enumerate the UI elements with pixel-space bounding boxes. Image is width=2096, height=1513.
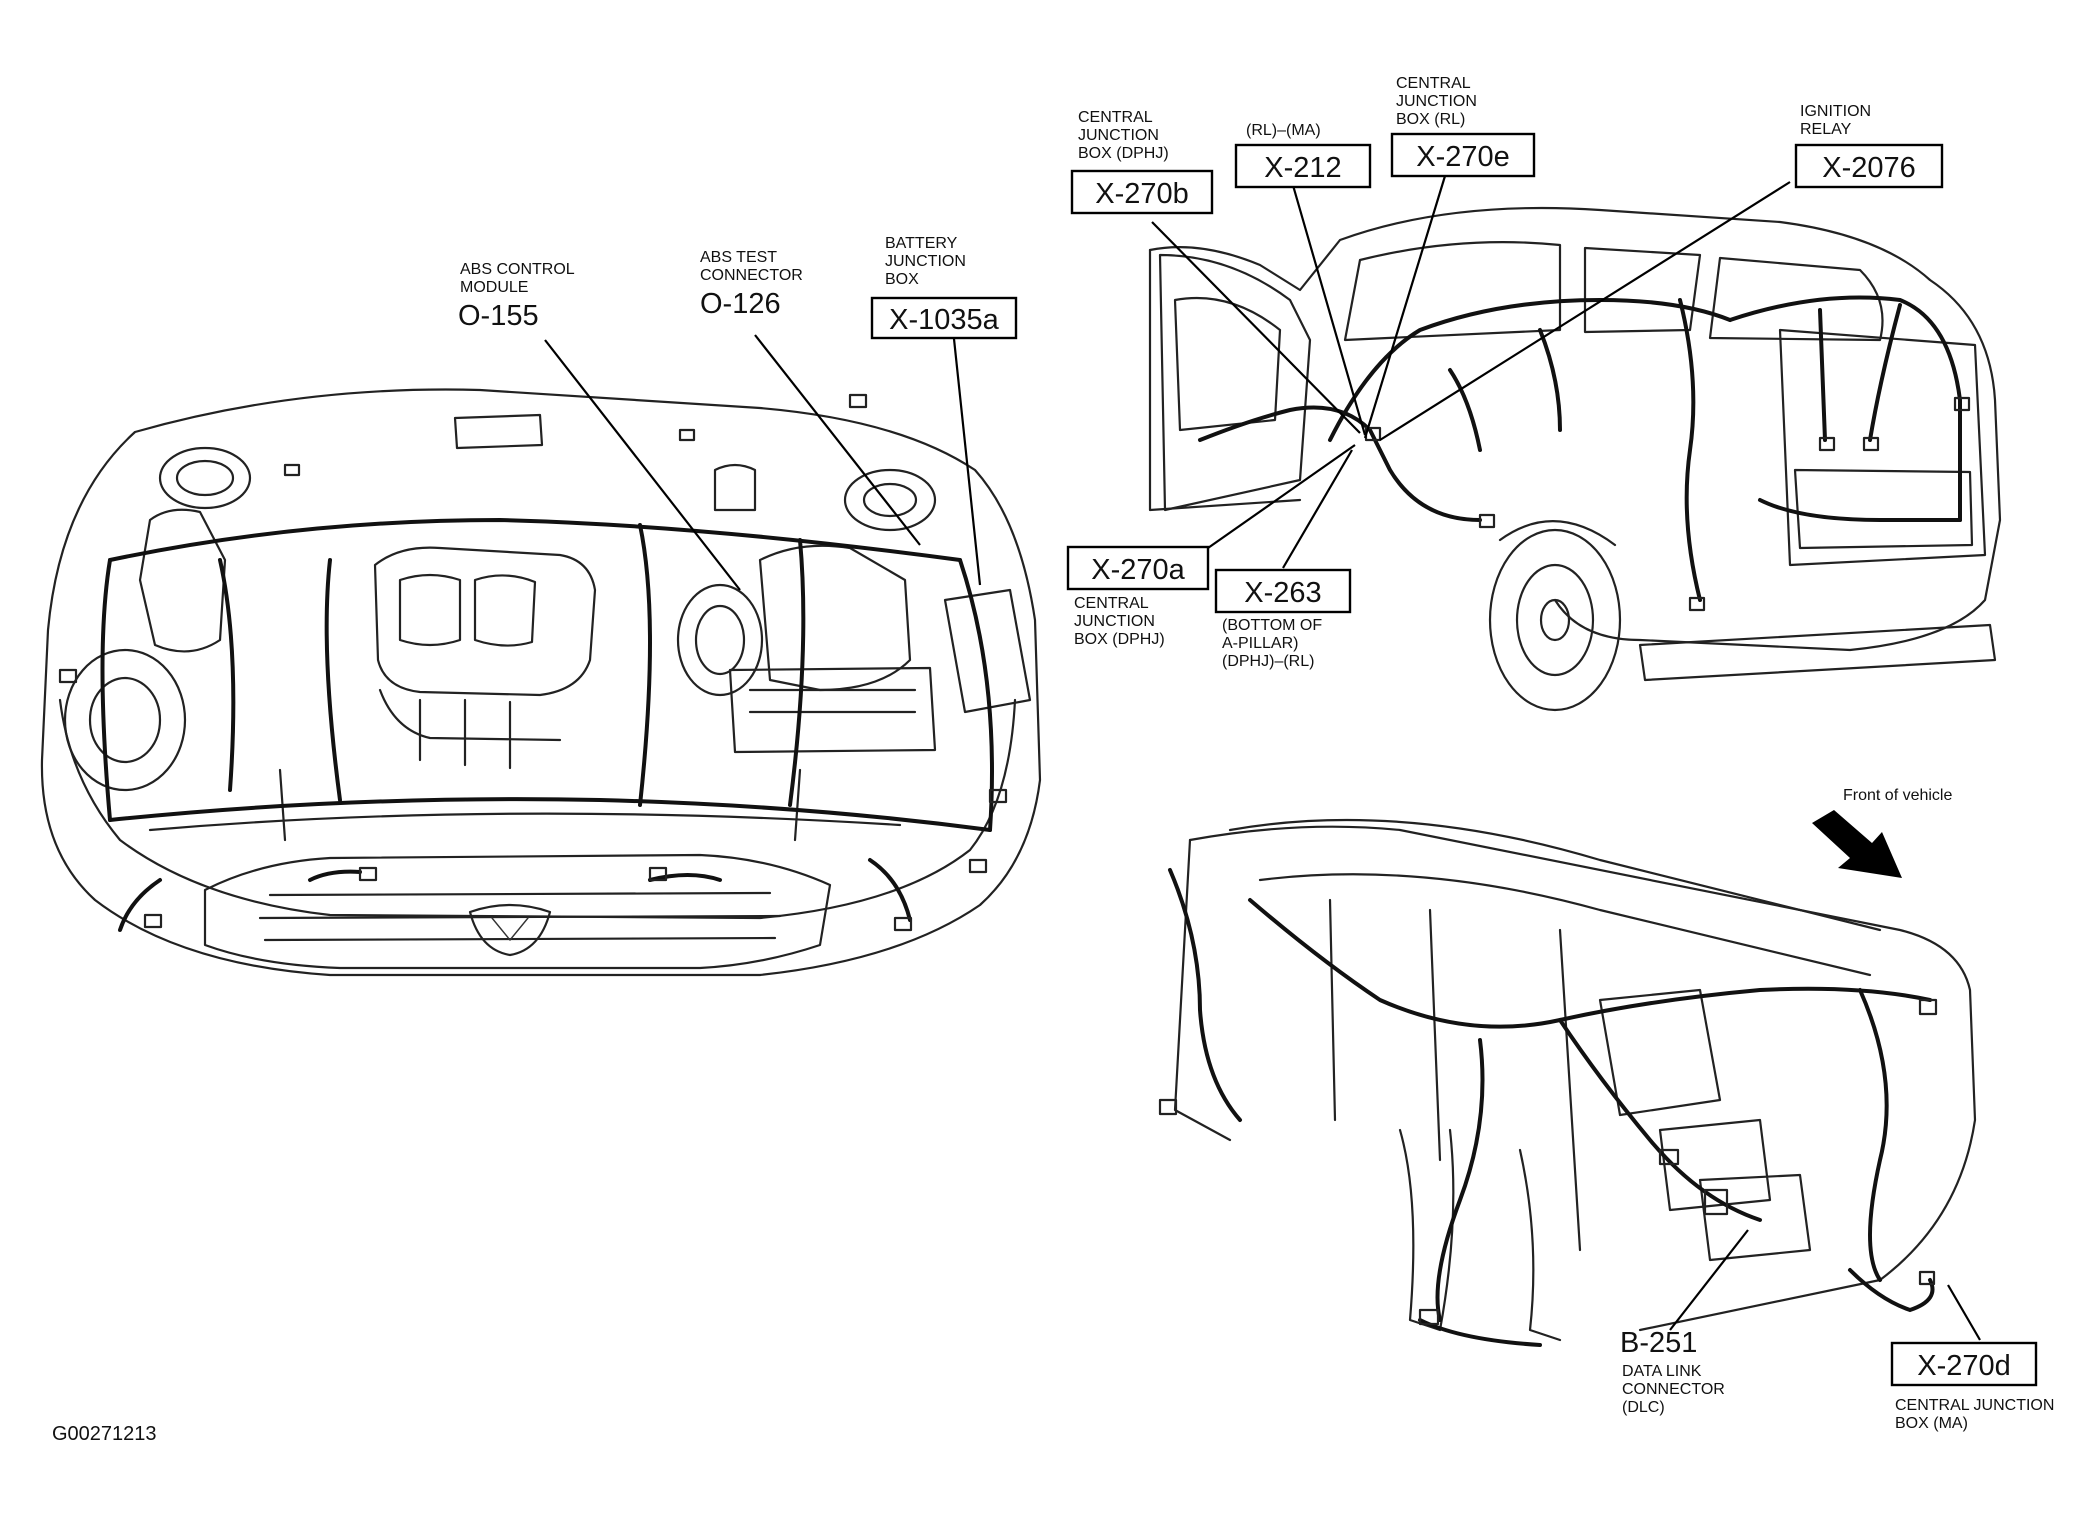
instrument-panel-illustration [1158,818,1977,1347]
callout-x270d-desc-1: CENTRAL JUNCTION [1895,1397,2054,1414]
callout-x270b-code: X-270b [1095,178,1189,210]
callout-x270d: X-270d CENTRAL JUNCTION BOX (MA) [1890,1341,2054,1432]
callout-x1035a-desc-1: BATTERY [885,235,958,252]
callout-x270a-desc-2: JUNCTION [1074,613,1155,630]
callout-x263: X-263 (BOTTOM OF A-PILLAR) (DPHJ)–(RL) [1214,568,1352,670]
callout-x2076-desc-2: RELAY [1800,121,1852,138]
callout-o126-code: O-126 [700,288,781,320]
callout-x263-code: X-263 [1244,577,1321,609]
callout-o126-desc-1: ABS TEST [700,249,777,266]
callout-x2076: IGNITION RELAY X-2076 [1794,103,1944,189]
callout-x1035a-code: X-1035a [889,304,1000,336]
vehicle-rear-illustration [1148,206,2002,712]
callout-x270e-desc-2: JUNCTION [1396,93,1477,110]
callout-x270e-code: X-270e [1416,141,1510,173]
callout-o126-desc-2: CONNECTOR [700,267,803,284]
front-direction-arrow-icon [1812,810,1902,878]
callout-x1035a-desc-3: BOX [885,271,919,288]
engine-compartment-illustration [40,388,1042,977]
callout-x270e: CENTRAL JUNCTION BOX (RL) X-270e [1390,75,1536,178]
callout-b251: B-251 DATA LINK CONNECTOR (DLC) [1620,1327,1725,1416]
callout-x263-desc-1: (BOTTOM OF [1222,617,1322,634]
callout-x270d-code: X-270d [1917,1350,2011,1382]
callout-x263-desc-2: A-PILLAR) [1222,635,1298,652]
callout-x270e-desc-1: CENTRAL [1396,75,1471,92]
callout-x212-desc-1: (RL)–(MA) [1246,122,1321,139]
callout-o155-desc-1: ABS CONTROL [460,261,575,278]
callout-o155-desc-2: MODULE [460,279,528,296]
callout-x270a: X-270a CENTRAL JUNCTION BOX (DPHJ) [1066,545,1210,648]
callout-x2076-code: X-2076 [1822,152,1916,184]
callout-x270b: CENTRAL JUNCTION BOX (DPHJ) X-270b [1070,109,1214,215]
callout-o126: ABS TEST CONNECTOR O-126 [700,249,803,320]
leader-lines [544,167,1981,1341]
callout-b251-code: B-251 [1620,1327,1697,1359]
callout-x270d-desc-2: BOX (MA) [1895,1415,1968,1432]
callout-b251-desc-3: (DLC) [1622,1399,1665,1416]
callout-x270b-desc-3: BOX (DPHJ) [1078,145,1169,162]
callout-x1035a-desc-2: JUNCTION [885,253,966,270]
callout-o155: ABS CONTROL MODULE O-155 [458,261,575,332]
callout-x270a-desc-1: CENTRAL [1074,595,1149,612]
callout-b251-desc-2: CONNECTOR [1622,1381,1725,1398]
figure-id: G00271213 [52,1423,157,1445]
callout-x263-desc-3: (DPHJ)–(RL) [1222,653,1314,670]
callout-x270a-desc-3: BOX (DPHJ) [1074,631,1165,648]
callout-x270b-desc-1: CENTRAL [1078,109,1153,126]
callout-x2076-desc-1: IGNITION [1800,103,1871,120]
callout-x212: (RL)–(MA) X-212 [1234,122,1372,189]
front-of-vehicle-label: Front of vehicle [1843,787,1952,804]
callout-x270a-code: X-270a [1091,554,1185,586]
callout-b251-desc-1: DATA LINK [1622,1363,1702,1380]
callout-x270e-desc-3: BOX (RL) [1396,111,1465,128]
callout-x212-code: X-212 [1264,152,1341,184]
callout-x270b-desc-2: JUNCTION [1078,127,1159,144]
callout-x1035a: BATTERY JUNCTION BOX X-1035a [870,235,1018,340]
callout-o155-code: O-155 [458,300,539,332]
